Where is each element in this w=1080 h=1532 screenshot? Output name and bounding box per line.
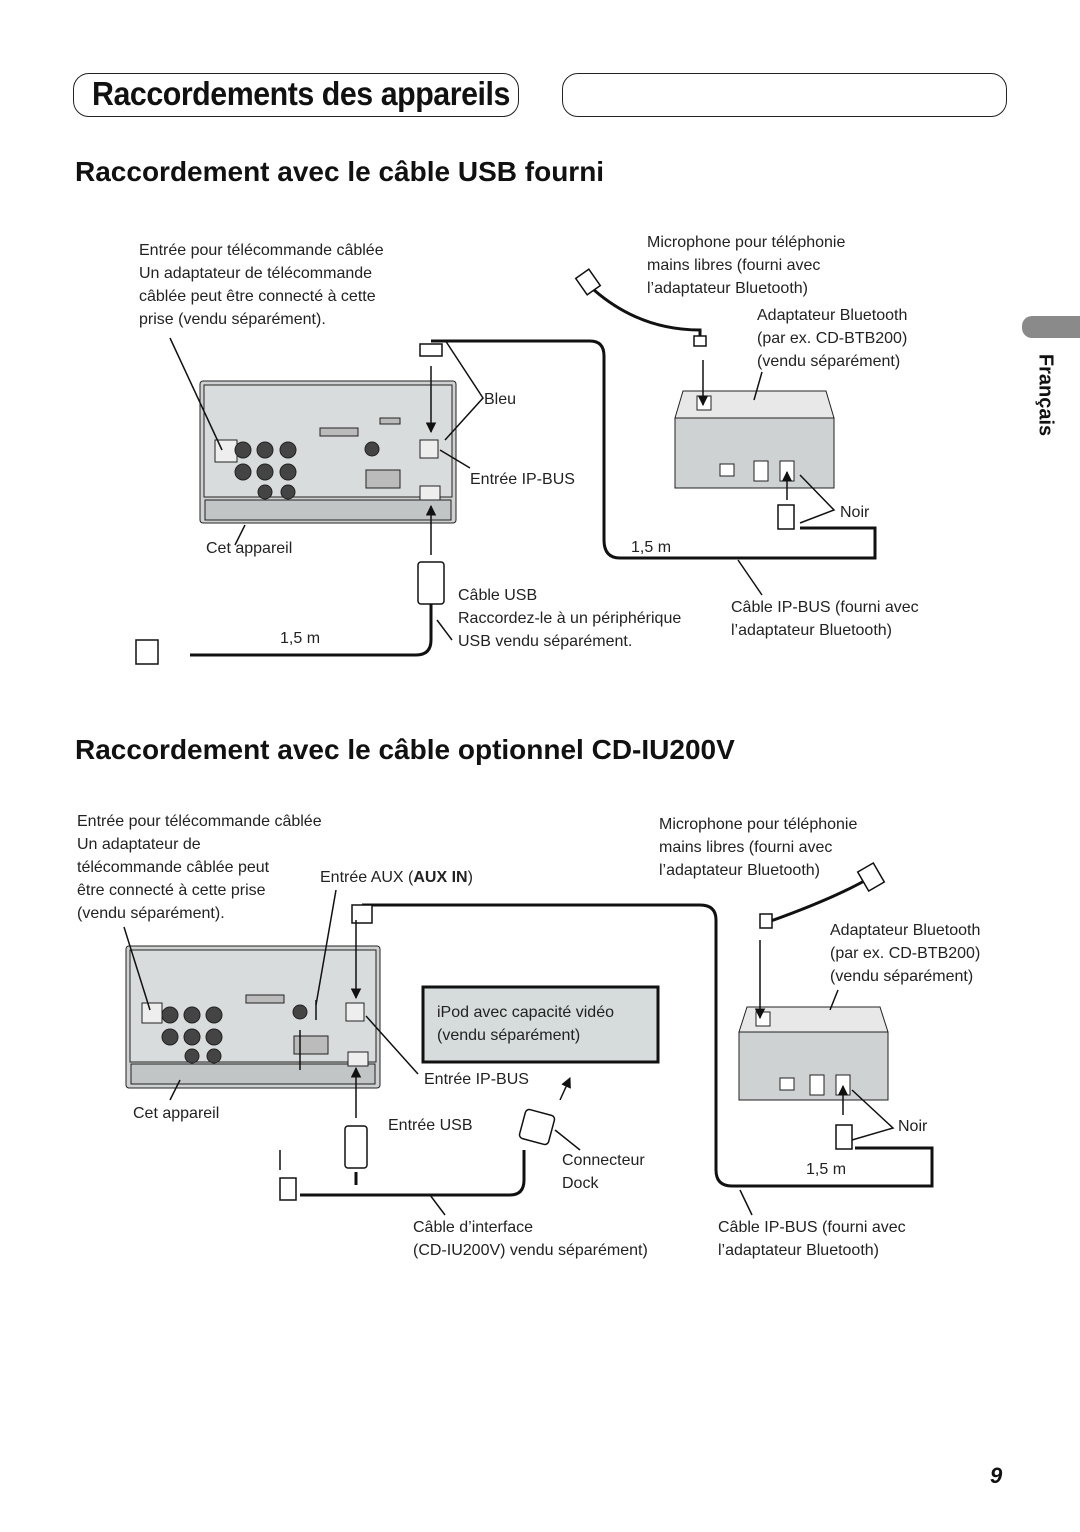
head-unit-2: [125, 945, 381, 1089]
text-line: (par ex. CD-BTB200): [757, 330, 908, 347]
microphone-label-1: Microphone pour téléphonie mains libres …: [647, 231, 845, 300]
language-tab-marker: [1022, 316, 1080, 338]
bt-adapter-label-1: Adaptateur Bluetooth (par ex. CD-BTB200)…: [757, 304, 907, 373]
head-unit-1: [199, 380, 457, 524]
bt-adapter-1: [674, 390, 835, 489]
bt-adapter-label-2: Adaptateur Bluetooth (par ex. CD-BTB200)…: [830, 919, 980, 988]
ipod-label: iPod avec capacité vidéo (vendu séparéme…: [437, 1001, 614, 1047]
text-line: Entrée pour télécommande câblée: [139, 242, 384, 259]
usb-input-label: Entrée USB: [388, 1117, 473, 1134]
text-line: Adaptateur Bluetooth: [757, 307, 908, 324]
ipbus-input-label-1: Entrée IP-BUS: [470, 471, 575, 488]
text-line: Un adaptateur de: [77, 836, 201, 853]
remote-input-label-1: Entrée pour télécommande câblée Un adapt…: [139, 239, 384, 331]
text-line: Microphone pour téléphonie: [647, 234, 846, 251]
length-label-1b: 1,5 m: [631, 539, 672, 556]
text-line: (vendu séparément): [757, 353, 901, 370]
this-unit-label-1: Cet appareil: [206, 540, 293, 557]
page-number: 9: [990, 1463, 1003, 1488]
text-line: prise (vendu séparément).: [139, 311, 326, 328]
length-label-2: 1,5 m: [806, 1161, 847, 1178]
microphone-label-2: Microphone pour téléphonie mains libres …: [659, 813, 857, 882]
section-header: Raccordements des appareils: [73, 73, 519, 117]
text-line: l’adaptateur Bluetooth): [718, 1242, 879, 1259]
length-label-1a: 1,5 m: [280, 630, 321, 647]
text-line: Dock: [562, 1175, 599, 1192]
text-line: mains libres (fourni avec: [659, 839, 833, 856]
interface-cable-label: Câble d’interface (CD-IU200V) vendu sépa…: [413, 1216, 648, 1262]
remote-input-label-2: Entrée pour télécommande câblée Un adapt…: [77, 810, 322, 925]
text-line: Adaptateur Bluetooth: [830, 922, 981, 939]
text-line: (vendu séparément).: [77, 905, 225, 922]
section1-title: Raccordement avec le câble USB fourni: [75, 156, 605, 187]
black-label-2: Noir: [898, 1118, 928, 1135]
text-span: ): [467, 869, 473, 886]
text-line: iPod avec capacité vidéo: [437, 1004, 614, 1021]
ipod-box: [421, 985, 660, 1064]
text-line: télécommande câblée peut: [77, 859, 270, 876]
text-line: USB vendu séparément.: [458, 633, 633, 650]
text-line: Câble USB: [458, 587, 538, 604]
blue-label: Bleu: [484, 391, 517, 408]
text-line: Câble IP-BUS (fourni avec: [731, 599, 919, 616]
text-line: l’adaptateur Bluetooth): [647, 280, 808, 297]
text-line: être connecté à cette prise: [77, 882, 266, 899]
text-line: Raccordez-le à un périphérique: [458, 610, 682, 627]
page-header-title: Raccordements des appareils: [92, 75, 510, 112]
black-label-1: Noir: [840, 504, 870, 521]
text-line: (par ex. CD-BTB200): [830, 945, 981, 962]
aux-in-bold: AUX IN: [413, 869, 468, 886]
text-line: (vendu séparément): [830, 968, 974, 985]
text-line: (vendu séparément): [437, 1027, 581, 1044]
usb-cable-label: Câble USB Raccordez-le à un périphérique…: [458, 584, 681, 653]
text-line: (CD-IU200V) vendu séparément): [413, 1242, 648, 1259]
text-line: l’adaptateur Bluetooth): [731, 622, 892, 639]
text-line: Câble IP-BUS (fourni avec: [718, 1219, 906, 1236]
text-line: Connecteur: [562, 1152, 645, 1169]
dock-connector-label: Connecteur Dock: [562, 1149, 645, 1195]
ipbus-cable-label-1: Câble IP-BUS (fourni avec l’adaptateur B…: [731, 596, 919, 642]
text-span: Entrée AUX (: [320, 869, 414, 886]
text-line: câblée peut être connecté à cette: [139, 288, 376, 305]
text-line: Un adaptateur de télécommande: [139, 265, 373, 282]
bt-adapter-2: [738, 1006, 889, 1101]
text-line: Microphone pour téléphonie: [659, 816, 858, 833]
text-line: Entrée pour télécommande câblée: [77, 813, 322, 830]
header-empty-box: [562, 73, 1007, 117]
this-unit-label-2: Cet appareil: [133, 1105, 220, 1122]
ipbus-input-label-2: Entrée IP-BUS: [424, 1071, 529, 1088]
aux-input-label: Entrée AUX (AUX IN): [320, 866, 473, 889]
section2-title: Raccordement avec le câble optionnel CD-…: [75, 734, 735, 765]
ipbus-cable-label-2: Câble IP-BUS (fourni avec l’adaptateur B…: [718, 1216, 906, 1262]
text-line: mains libres (fourni avec: [647, 257, 821, 274]
text-line: Câble d’interface: [413, 1219, 534, 1236]
text-line: l’adaptateur Bluetooth): [659, 862, 820, 879]
